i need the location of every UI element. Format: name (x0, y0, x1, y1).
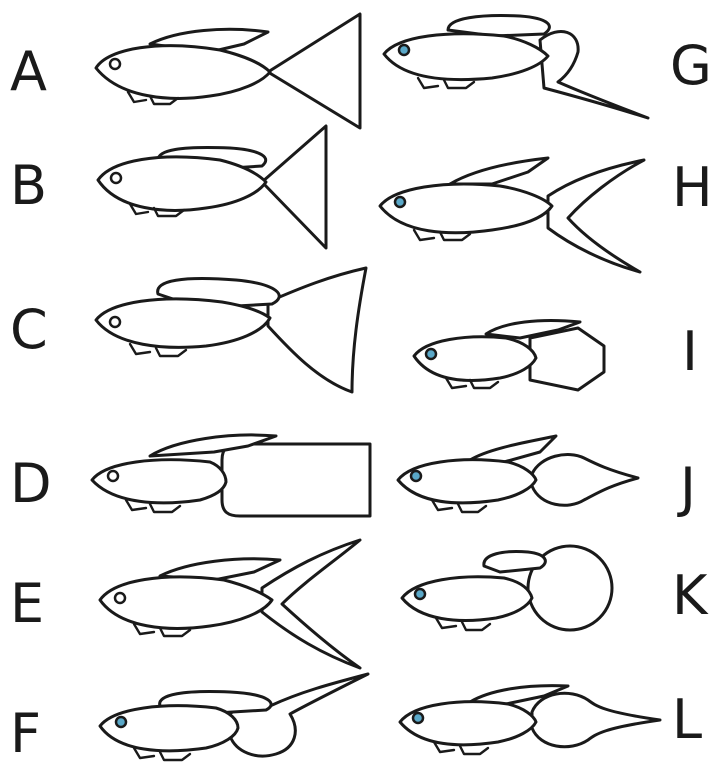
fish-E-eye (115, 593, 125, 603)
label-B: B (10, 154, 47, 217)
fish-G-tail (540, 31, 648, 118)
fish-H-eye (395, 197, 405, 207)
label-E: E (10, 572, 44, 635)
fish-L (400, 686, 660, 754)
fish-C-anal-fin (156, 348, 186, 356)
fish-F-anal-fin (160, 752, 190, 760)
fish-L-tail (532, 693, 660, 747)
fish-G-body (384, 34, 548, 80)
fish-L-eye (413, 713, 423, 723)
label-L: L (672, 688, 702, 751)
fish-J-dorsal-fin (470, 436, 556, 462)
fish-B (98, 126, 326, 248)
fish-G (384, 16, 648, 118)
fish-B-tail (262, 126, 326, 248)
fish-F-tail (230, 674, 368, 756)
fish-J-anal-fin (458, 504, 486, 512)
fish-A-eye (110, 59, 120, 69)
label-K: K (672, 564, 709, 627)
fish-G-eye (399, 45, 409, 55)
label-H: H (672, 156, 713, 219)
fish-D-anal-fin (150, 504, 180, 512)
label-I: I (682, 320, 698, 383)
fish-H (380, 158, 644, 272)
fish-K-dorsal-fin (484, 552, 545, 572)
fish-H-tail (548, 160, 644, 272)
fish-F (100, 674, 368, 760)
label-F: F (10, 702, 41, 764)
fish-I (414, 321, 604, 391)
fish-F-body (100, 706, 238, 751)
fish-I-eye (426, 349, 436, 359)
fish-E (100, 540, 360, 668)
fish-H-dorsal-fin (450, 158, 548, 184)
fish-F-eye (116, 717, 126, 727)
fish-J (398, 436, 638, 512)
fish-K-eye (415, 589, 425, 599)
label-A: A (10, 40, 47, 103)
fish-A (96, 14, 360, 128)
fish-H-body (380, 184, 552, 233)
fish-G-anal-fin (444, 80, 474, 88)
label-C: C (10, 298, 48, 361)
label-D: D (10, 452, 52, 515)
fish-E-body (100, 577, 272, 628)
fish-K-anal-fin (462, 622, 490, 630)
fish-D-eye (108, 471, 118, 481)
fish-J-eye (411, 471, 421, 481)
fish-J-tail (532, 455, 638, 506)
fish-D-tail (222, 444, 370, 516)
fish-K (402, 546, 612, 630)
fish-A-tail (268, 14, 360, 128)
fish-A-body (96, 46, 270, 99)
fish-I-tail (530, 328, 604, 390)
fish-C (96, 268, 366, 392)
label-G: G (670, 34, 712, 97)
fish-C-tail (268, 268, 366, 392)
fish-C-eye (110, 317, 120, 327)
fish-L-anal-fin (460, 746, 488, 754)
fish-D (92, 435, 370, 516)
label-J: J (677, 456, 696, 519)
fish-C-body (96, 299, 270, 347)
fish-B-eye (111, 173, 121, 183)
